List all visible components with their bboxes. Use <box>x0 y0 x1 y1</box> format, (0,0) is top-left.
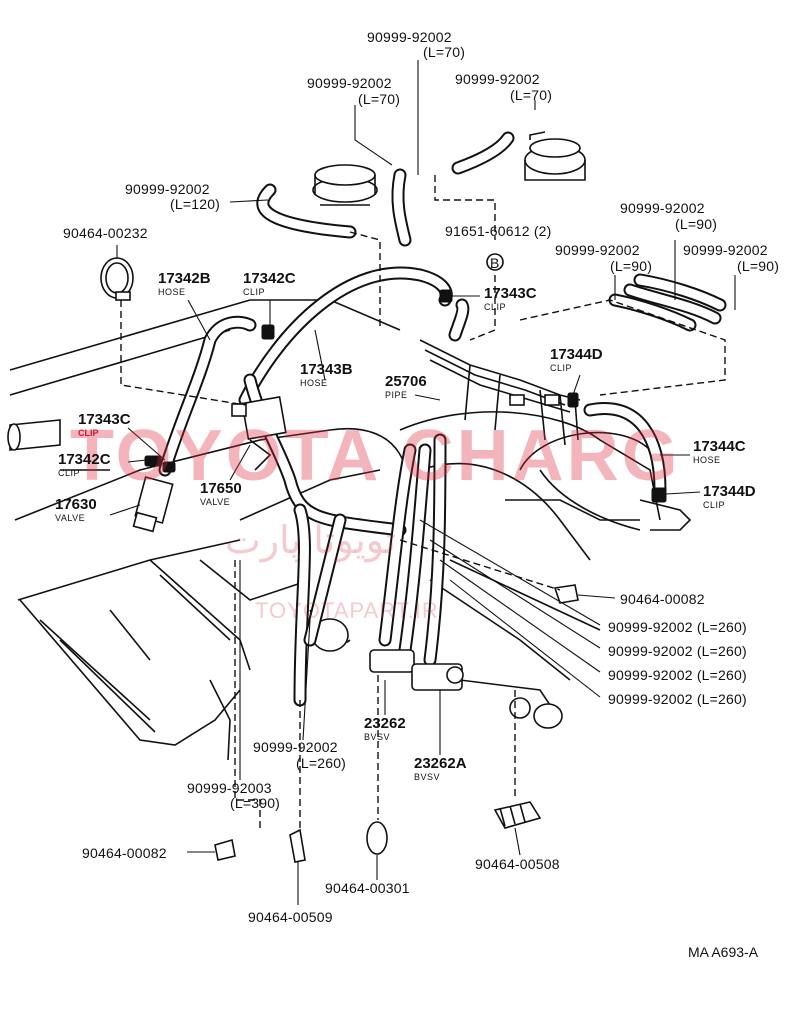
dashed-reference-lines <box>120 175 726 830</box>
label-hose-r3-pn: 90999-92002 <box>683 242 768 258</box>
label-hose-l260-d: 90999-92002 (L=260) <box>608 691 747 707</box>
leader-lines <box>109 60 736 905</box>
label-valve-17630-sub: VALVE <box>55 513 86 523</box>
label-hose-top1-len: (L=70) <box>423 44 466 60</box>
label-hose-l120-len: (L=120) <box>170 196 221 212</box>
label-hose-17343b: 17343B <box>300 361 353 378</box>
label-hose-r2-len: (L=90) <box>610 258 653 274</box>
label-bolt-marker: B <box>490 255 500 271</box>
top-vacuum-canister <box>312 131 586 206</box>
bvsv-valves <box>369 649 464 691</box>
label-pipe-25706-sub: PIPE <box>385 390 408 400</box>
label-bvsv-23262: 23262 <box>364 715 406 732</box>
label-clamp-508: 90464-00508 <box>475 856 560 872</box>
label-hose-top3-pn: 90999-92002 <box>455 71 540 87</box>
label-bvsv-23262a: 23262A <box>414 755 467 772</box>
label-clip-17344d-right: 17344D <box>703 483 756 500</box>
label-hose-l260-e-len: (L=260) <box>296 755 347 771</box>
watermark-text: TOYOTA CHARG <box>70 416 681 496</box>
label-hose-l260-b: 90999-92002 (L=260) <box>608 643 747 659</box>
label-bvsv-23262-sub: BVSV <box>364 732 391 742</box>
label-hose-17344c: 17344C <box>693 438 746 455</box>
label-clip-17344d-top-sub: CLIP <box>550 363 573 373</box>
label-clamp-301: 90464-00301 <box>325 880 410 896</box>
label-valve-17630: 17630 <box>55 496 97 513</box>
valve-17650 <box>231 396 287 471</box>
label-clip-17342c-left-sub: CLIP <box>58 468 81 478</box>
vacuum-pipe-assembly <box>419 339 581 446</box>
label-pipe-25706: 25706 <box>385 373 427 390</box>
label-clip-17342c-top: 17342C <box>243 270 296 287</box>
label-clip-17343c-top: 17343C <box>484 285 537 302</box>
label-hose-l390-pn: 90999-92003 <box>187 780 272 796</box>
label-hose-l260-e-pn: 90999-92002 <box>253 739 338 755</box>
label-hose-top2-pn: 90999-92002 <box>307 75 392 91</box>
label-clamp-232: 90464-00232 <box>63 225 148 241</box>
label-hose-l260-c: 90999-92002 (L=260) <box>608 667 747 683</box>
label-clip-17343c-top-sub: CLIP <box>484 302 507 312</box>
clips-and-clamps <box>100 253 667 863</box>
label-clip-17342c-left: 17342C <box>58 451 111 468</box>
label-valve-17650-sub: VALVE <box>200 497 231 507</box>
label-hose-r1-len: (L=90) <box>675 216 718 232</box>
label-hose-top2-len: (L=70) <box>358 91 401 107</box>
label-clamp-082-right: 90464-00082 <box>620 591 705 607</box>
watermark-url: TOYOTAPART.IR <box>255 598 439 623</box>
label-hose-top1-pn: 90999-92002 <box>367 29 452 45</box>
label-hose-17343b-sub: HOSE <box>300 378 328 388</box>
diagram-code: MA A693-A <box>688 944 759 960</box>
label-hose-l390-len: (L=390) <box>230 795 281 811</box>
label-bvsv-23262a-sub: BVSV <box>414 772 441 782</box>
label-clip-17343c-left-sub: CLIP <box>78 428 99 438</box>
label-bolt-91651: 91651-60612 (2) <box>445 223 552 239</box>
valve-17630 <box>132 476 174 533</box>
watermark-persian-text: تویوتا پارت <box>225 518 396 562</box>
label-clip-17343c-left: 17343C <box>78 411 131 428</box>
label-hose-17342b-sub: HOSE <box>158 287 186 297</box>
label-hose-l120-pn: 90999-92002 <box>125 181 210 197</box>
label-hose-top3-len: (L=70) <box>510 87 553 103</box>
label-hose-r3-len: (L=90) <box>737 258 780 274</box>
label-hose-l260-a: 90999-92002 (L=260) <box>608 619 747 635</box>
label-hose-r1-pn: 90999-92002 <box>620 200 705 216</box>
label-clip-17342c-top-sub: CLIP <box>243 287 266 297</box>
label-clip-17344d-right-sub: CLIP <box>703 500 726 510</box>
label-clip-17344d-top: 17344D <box>550 346 603 363</box>
label-hose-17342b: 17342B <box>158 270 211 287</box>
label-clamp-509: 90464-00509 <box>248 909 333 925</box>
label-hose-17344c-sub: HOSE <box>693 455 721 465</box>
label-valve-17650: 17650 <box>200 480 242 497</box>
label-clamp-082-left: 90464-00082 <box>82 845 167 861</box>
label-hose-r2-pn: 90999-92002 <box>555 242 640 258</box>
hoses <box>158 131 727 707</box>
